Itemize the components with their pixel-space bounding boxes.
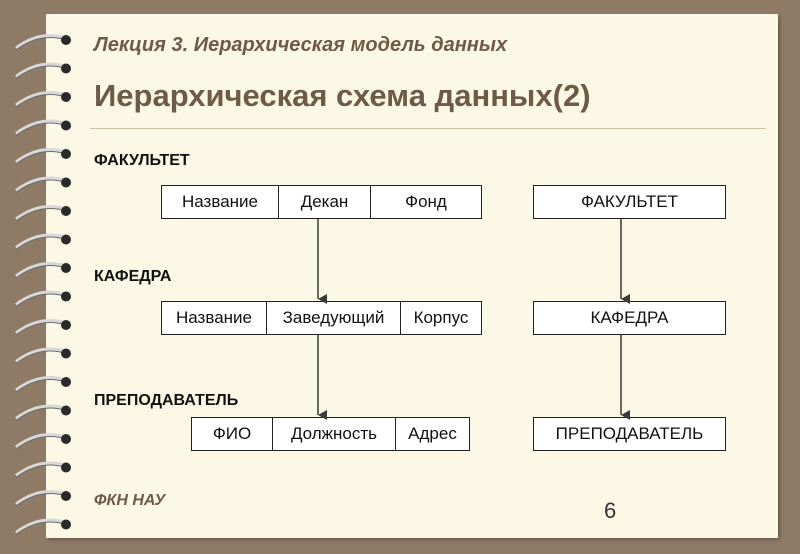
binding-hole xyxy=(61,405,71,416)
field-name: Название xyxy=(162,186,279,218)
lecture-title: Лекция 3. Иерархическая модель данных xyxy=(94,34,508,56)
binding-hole xyxy=(61,177,71,188)
spiral-ring xyxy=(15,490,67,506)
level-label-faculty: ФАКУЛЬТЕТ xyxy=(94,152,190,169)
spiral-ring xyxy=(15,176,67,192)
field-building: Корпус xyxy=(413,308,469,327)
page-number: 6 xyxy=(604,498,617,523)
spiral-ring xyxy=(15,347,67,363)
field-name: Название xyxy=(162,302,267,334)
spiral-ring xyxy=(15,290,67,306)
spiral-ring xyxy=(15,205,67,221)
binding-hole xyxy=(61,120,71,131)
title-divider xyxy=(90,128,766,129)
field-address: Адрес xyxy=(408,424,457,443)
binding-hole xyxy=(61,491,71,501)
binding-hole xyxy=(61,35,71,45)
spiral-ring xyxy=(15,34,67,50)
binding-hole xyxy=(61,320,71,330)
binding-hole xyxy=(61,291,71,302)
field-full-name: ФИО xyxy=(192,418,273,450)
binding-hole xyxy=(61,92,71,102)
binding-hole xyxy=(61,234,71,245)
binding-hole xyxy=(61,206,71,216)
binding-hole xyxy=(61,377,71,387)
binding-hole xyxy=(61,263,71,273)
spiral-ring xyxy=(15,62,67,78)
slide-title: Иерархическая схема данных(2) xyxy=(94,78,591,113)
tree-node-department: КАФЕДРА xyxy=(533,301,726,335)
record-teacher: ФИО Должность Адрес xyxy=(191,417,470,451)
spiral-binding-icon xyxy=(15,34,71,535)
spiral-ring xyxy=(15,461,67,477)
binding-hole xyxy=(61,63,71,74)
binding-hole xyxy=(61,348,71,359)
record-department: Название Заведующий Корпус xyxy=(161,301,482,335)
binding-hole xyxy=(61,462,71,473)
spiral-ring xyxy=(15,262,67,278)
tree-node-faculty: ФАКУЛЬТЕТ xyxy=(533,185,726,219)
level-label-teacher: ПРЕПОДАВАТЕЛЬ xyxy=(94,392,239,409)
spiral-ring xyxy=(15,518,67,534)
spiral-ring xyxy=(15,148,67,164)
level-label-department: КАФЕДРА xyxy=(94,268,172,285)
spiral-ring xyxy=(15,433,67,449)
field-position: Должность xyxy=(273,418,396,450)
spiral-ring xyxy=(15,376,67,392)
spiral-ring xyxy=(15,404,67,420)
footer-org: ФКН НАУ xyxy=(94,492,166,509)
binding-hole xyxy=(61,519,71,530)
binding-hole xyxy=(61,434,71,444)
spiral-ring xyxy=(15,319,67,335)
spiral-ring xyxy=(15,91,67,107)
field-dean: Декан xyxy=(279,186,371,218)
field-fund: Фонд xyxy=(405,192,447,211)
spiral-ring xyxy=(15,233,67,249)
spiral-ring xyxy=(15,119,67,135)
binding-hole xyxy=(61,149,71,159)
tree-node-teacher: ПРЕПОДАВАТЕЛЬ xyxy=(533,417,726,451)
record-faculty: Название Декан Фонд xyxy=(161,185,482,219)
field-head: Заведующий xyxy=(267,302,401,334)
